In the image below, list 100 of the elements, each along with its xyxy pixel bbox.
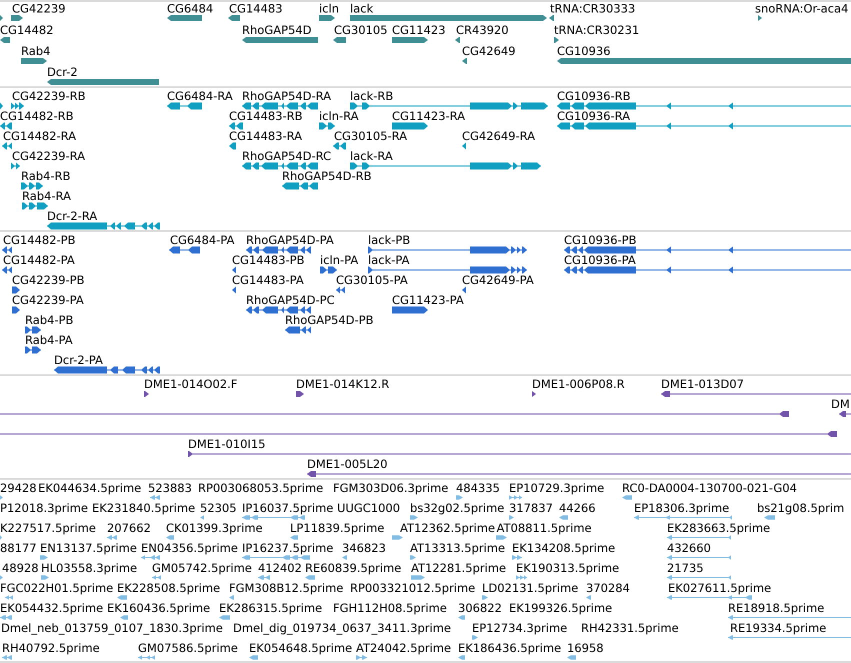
- est-label: EK190313.5prime: [517, 563, 619, 574]
- est-label: 432660: [668, 543, 710, 552]
- gene-label: tRNA:CR30333: [550, 4, 634, 13]
- est-label: EK199326.5prime: [510, 603, 612, 614]
- est-label: EP12734.3prime: [473, 623, 567, 634]
- est-label: 44266: [560, 503, 595, 512]
- protein-label: CG42239-PB: [12, 275, 84, 284]
- est-label: AT12362.5prime: [400, 523, 494, 534]
- gene-label: CG30105: [334, 25, 386, 34]
- est-label: FGM308B12.5prime: [230, 583, 343, 594]
- protein-label: CG11423-PA: [392, 295, 464, 304]
- transcript-label: CG42649-RA: [462, 131, 535, 140]
- transcript-label: RhoGAP54D-RB: [283, 171, 371, 180]
- est-label: EK027611.5prime: [669, 583, 771, 594]
- transcript-label: RhoGAP54D-RC: [243, 151, 330, 160]
- est-label: EN13137.5prime: [41, 543, 136, 554]
- est-label: 306822: [458, 603, 501, 612]
- est-label: RH42331.5prime: [582, 623, 678, 634]
- transcript-label: CG14483-RA: [230, 131, 302, 140]
- protein-label: Dcr-2-PA: [55, 355, 103, 364]
- est-label: 52305: [200, 503, 236, 512]
- est-label: 317837: [510, 503, 552, 512]
- clone-label: DME1-014O02.F: [145, 379, 237, 388]
- est-label: GM07586.5prime: [138, 643, 238, 654]
- est-label: EP18306.3prime: [635, 503, 729, 514]
- est-label: 29428: [0, 483, 36, 492]
- est-label: AT12281.5prime: [411, 563, 506, 574]
- est-label: 207662: [108, 523, 150, 532]
- protein-label: CG30105-PA: [336, 275, 408, 284]
- est-label: CK01399.3prime: [166, 523, 262, 534]
- transcript-label: CG14482-RB: [0, 111, 73, 120]
- est-label: RE19334.5prime: [731, 623, 826, 634]
- est-label: FGC022H01.5prime: [1, 583, 113, 594]
- est-label: EK283663.5prime: [668, 523, 770, 534]
- gene-label: CG42649: [462, 46, 515, 56]
- transcript-label: CG14482-RA: [4, 131, 76, 140]
- est-label: EK186436.5prime: [459, 643, 561, 654]
- protein-label: CG10936-PA: [564, 255, 636, 264]
- protein-label: lack-PB: [369, 235, 410, 244]
- clone-label: DME1-014K12.R: [297, 379, 389, 388]
- est-label: 88177: [0, 543, 36, 552]
- est-label: bs32g02.5prime: [411, 503, 504, 514]
- est-label: FGM303D06.3prime: [334, 483, 448, 494]
- est-label: IP16037.5prime: [243, 503, 333, 514]
- est-label: UUGC1000: [338, 503, 400, 512]
- est-label: RE60839.5prime: [306, 563, 401, 574]
- est-label: EP10729.3prime: [510, 483, 604, 494]
- est-label: FGH112H08.5prime: [334, 603, 446, 614]
- est-label: bs21g08.5prim: [758, 503, 844, 514]
- gene-label: icln: [320, 4, 338, 13]
- transcript-label: CG10936-RB: [558, 91, 630, 100]
- est-label: RP003068053.5prime: [199, 483, 323, 494]
- gene-label: CG14483: [230, 4, 282, 13]
- est-label: LD02131.5prime: [483, 583, 578, 594]
- est-label: EK228508.5prime: [118, 583, 220, 594]
- gene-label: CG10936: [558, 46, 610, 56]
- gene-label: CG42239: [12, 4, 65, 13]
- est-label: 16958: [568, 643, 603, 652]
- protein-label: CG14482-PA: [4, 255, 75, 264]
- est-label: P12018.3prime: [1, 503, 88, 514]
- clone-label: DME1-006P08.R: [533, 379, 624, 388]
- est-label: EK160436.5prime: [108, 603, 210, 614]
- est-label: EK054432.5prime: [1, 603, 103, 614]
- transcript-label: icln-RA: [320, 111, 358, 120]
- est-label: 370284: [586, 583, 630, 592]
- est-label: RP003321012.5prime: [351, 583, 475, 594]
- protein-label: RhoGAP54D-PB: [286, 315, 373, 324]
- est-label: EK044634.5prime: [39, 483, 141, 494]
- est-label: 48928: [2, 563, 38, 572]
- gene-label: snoRNA:Or-aca4: [756, 4, 848, 13]
- est-label: EK286315.5prime: [220, 603, 322, 614]
- est-label: 523883: [148, 483, 191, 492]
- gene-label: Dcr-2: [48, 67, 76, 76]
- est-label: AT08811.5prime: [496, 523, 591, 534]
- protein-label: lack-PA: [369, 255, 410, 264]
- est-label: IP16237.5prime: [243, 543, 333, 554]
- est-label: Dmel_neb_013759_0107_1830.3prime: [2, 623, 222, 635]
- est-label: 484335: [456, 483, 499, 492]
- protein-label: CG14483-PB: [232, 255, 304, 264]
- protein-label: CG42649-PA: [462, 275, 534, 284]
- protein-label: CG42239-PA: [12, 295, 84, 304]
- gene-label: CG14482: [0, 25, 52, 34]
- transcript-label: CG42239-RB: [12, 91, 85, 100]
- transcript-label: CG10936-RA: [558, 111, 630, 120]
- clone-label: DME1-005L20: [308, 459, 387, 468]
- protein-label: CG14482-PB: [4, 235, 75, 244]
- transcript-label: Rab4-RA: [23, 191, 71, 200]
- transcript-label: CG14483-RB: [230, 111, 302, 120]
- est-label: 21735: [668, 563, 703, 572]
- clone-label: DME1-010I15: [189, 439, 264, 448]
- transcript-label: lack-RB: [351, 91, 392, 100]
- protein-label: icln-PA: [321, 255, 358, 264]
- gene-label: tRNA:CR30231: [554, 25, 638, 34]
- gene-label: CG6484: [168, 4, 213, 13]
- est-label: 412402: [258, 563, 301, 572]
- transcript-label: CG30105-RA: [334, 131, 407, 140]
- transcript-label: CG6484-RA: [168, 91, 233, 100]
- est-label: EN04356.5prime: [142, 543, 238, 554]
- transcript-label: CG42239-RA: [12, 151, 85, 160]
- est-label: RC0-DA0004-130700-021-G04: [623, 483, 796, 492]
